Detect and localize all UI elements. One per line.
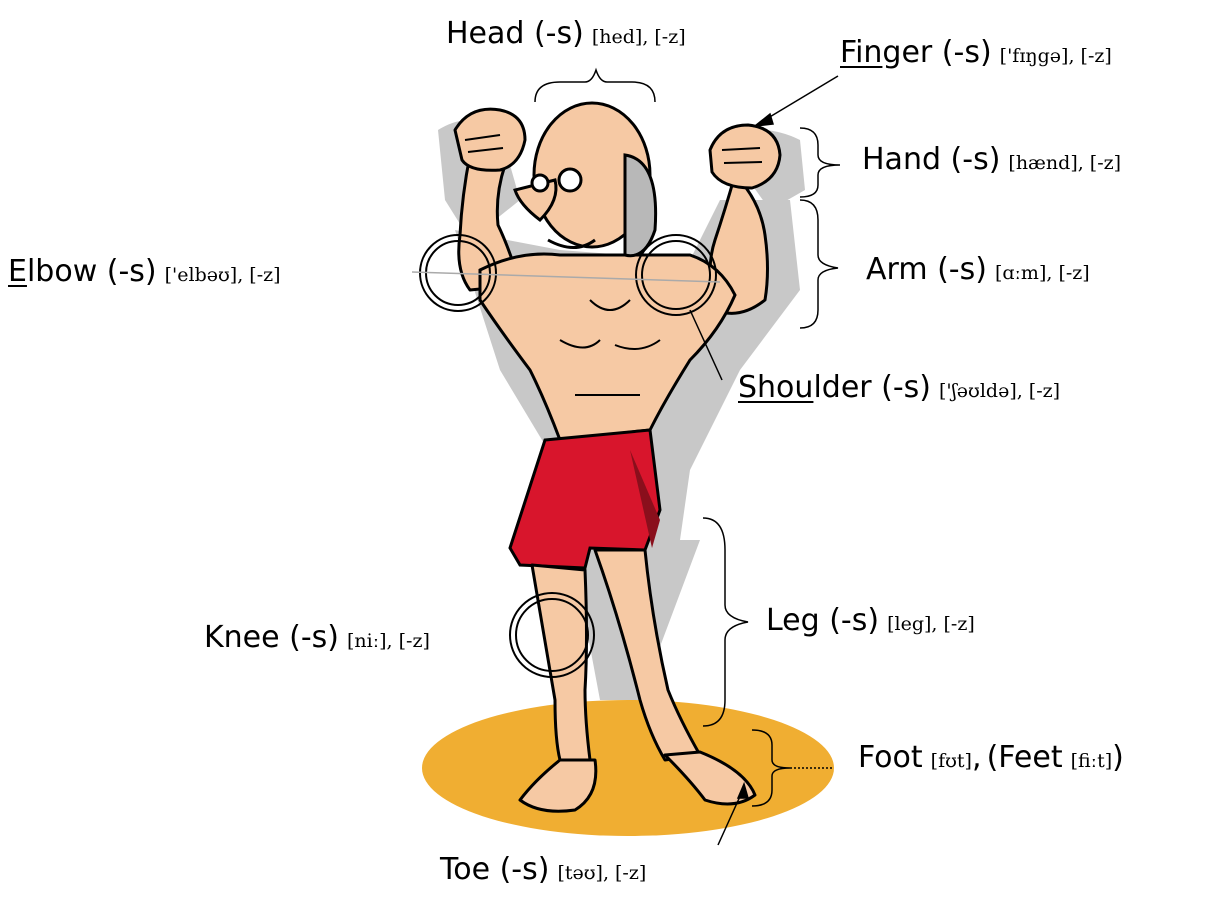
label-shoulder: Shoulder (-s) ['ʃəʊldə], [-z] [738,370,1060,405]
label-hand: Hand (-s) [hænd], [-z] [862,142,1121,177]
hand-word: Hand (-s) [862,142,1000,177]
arm-bracket [800,200,838,328]
leg-ipa: [leg], [-z] [887,613,975,635]
finger-ipa: ['fɪŋgə], [-z] [1000,45,1112,67]
shoulder-ipa: ['ʃəʊldə], [-z] [939,380,1060,402]
right-fist [710,125,780,188]
label-foot: Foot [fʊt], (Feet [fiːt]) [858,740,1124,775]
elbow-rest: lbow (-s) [27,254,157,289]
elbow-stress: E [8,254,27,289]
label-finger: Finger (-s) ['fɪŋgə], [-z] [840,35,1112,70]
leg-bracket [703,518,748,726]
label-elbow: Elbow (-s) ['elbəʊ], [-z] [8,254,281,289]
feet-word: (Feet [987,740,1063,775]
foot-ipa: [fʊt] [931,750,972,772]
label-toe: Toe (-s) [təʊ], [-z] [440,852,646,887]
toe-word: Toe (-s) [440,852,549,887]
foot-word: Foot [858,740,923,775]
head-ipa: [hed], [-z] [592,26,686,48]
label-knee: Knee (-s) [niː], [-z] [204,620,430,655]
head-bracket [535,70,655,102]
arm-ipa: [ɑːm], [-z] [995,262,1090,284]
arm-word: Arm (-s) [866,252,987,287]
shoulder-stress: Shou [738,370,813,405]
feet-close: ) [1112,740,1124,775]
label-head: Head (-s) [hed], [-z] [446,16,686,51]
knee-ipa: [niː], [-z] [347,630,430,652]
finger-arrow [768,76,838,118]
head [515,103,656,256]
shoulder-rest: lder (-s) [813,370,931,405]
hand-bracket [800,128,840,197]
finger-rest: ger (-s) [882,35,991,70]
toe-ipa: [təʊ], [-z] [557,862,646,884]
feet-ipa: [fiːt] [1071,750,1113,772]
finger-stress: Fin [840,35,882,70]
ground-ellipse [422,700,834,836]
label-arm: Arm (-s) [ɑːm], [-z] [866,252,1090,287]
knee-word: Knee (-s) [204,620,339,655]
foot-sep: , [972,740,982,775]
head-word: Head (-s) [446,16,584,51]
shorts [510,430,660,568]
leg-word: Leg (-s) [766,603,879,638]
elbow-ipa: ['elbəʊ], [-z] [165,264,281,286]
hand-ipa: [hænd], [-z] [1008,152,1121,174]
label-leg: Leg (-s) [leg], [-z] [766,603,975,638]
